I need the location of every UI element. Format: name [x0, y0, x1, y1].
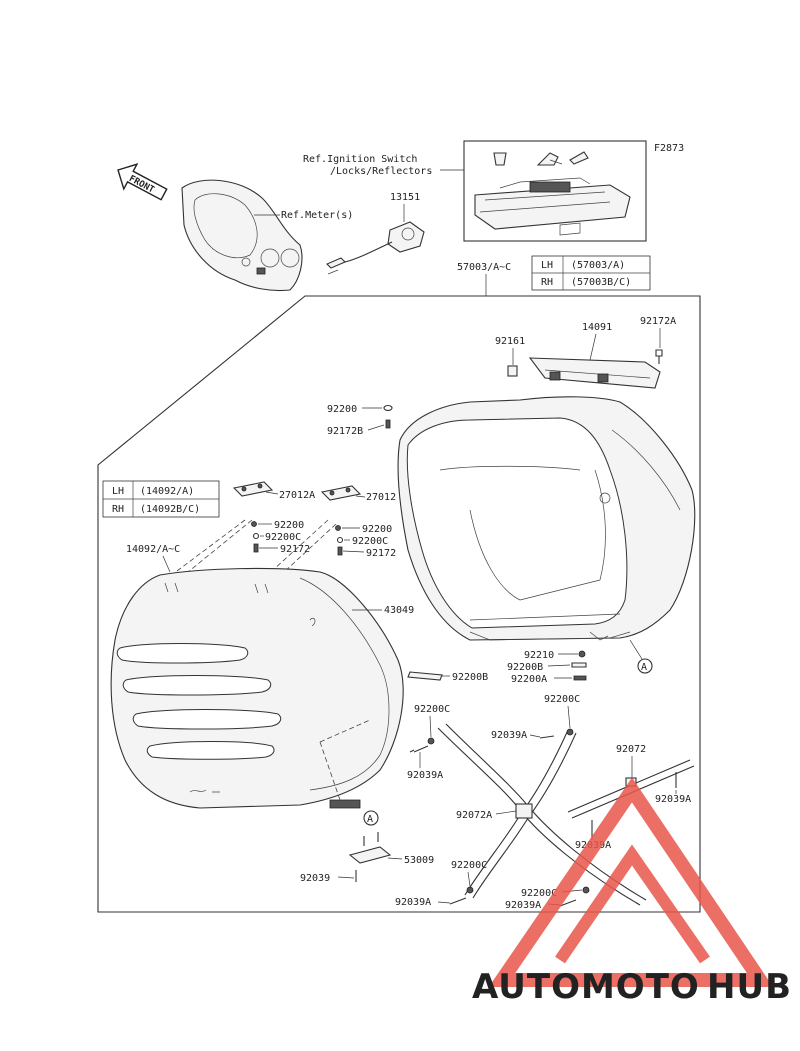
front-arrow-icon: FRONT	[117, 163, 168, 201]
lid-table-lh-side: LH	[112, 486, 124, 497]
fastener-stack-right	[335, 525, 344, 556]
lid-table-rh-part: (14092B/C)	[140, 504, 200, 515]
ref-circle-a-right-label: A	[641, 662, 647, 673]
label-92039: 92039	[300, 873, 330, 884]
watermark-logo: AUTOMOTO HUB	[472, 777, 792, 1007]
saddlebag-case	[397, 396, 696, 641]
label-92161: 92161	[495, 336, 525, 347]
label-92200C-l1: 92200C	[265, 532, 301, 543]
label-92172A: 92172A	[640, 316, 676, 327]
label-92200-r1: 92200	[362, 524, 392, 535]
saddlebag-lid	[110, 567, 404, 809]
lid-table-lh-part: (14092/A)	[140, 486, 194, 497]
label-92039A-3: 92039A	[655, 794, 691, 805]
case-table-lh-side: LH	[541, 260, 553, 271]
watermark-text-part2: HUB	[707, 967, 792, 1007]
lid-table-rh-side: RH	[112, 504, 124, 515]
fasteners-top-left	[383, 404, 393, 429]
label-92039A-1: 92039A	[407, 770, 443, 781]
case-table-rh-side: RH	[541, 277, 553, 288]
label-13151: 13151	[390, 192, 420, 203]
part-92161	[507, 365, 518, 377]
switch-13151	[326, 221, 425, 275]
strap-92072A	[437, 723, 647, 906]
label-92200C-bot: 92200C	[451, 860, 487, 871]
strip-92200B	[407, 671, 443, 681]
watermark-text-part1: AUTOMOTO	[472, 967, 700, 1007]
label-92200C-bot2: 92200C	[521, 888, 557, 899]
assembly-outline	[97, 295, 701, 913]
label-92200A-r: 92200A	[511, 674, 547, 685]
label-92172B: 92172B	[327, 426, 363, 437]
brackets-27012	[232, 481, 362, 501]
screws-92039A	[409, 728, 677, 907]
label-92200-l1: 92200	[274, 520, 304, 531]
label-27012A: 27012A	[279, 490, 315, 501]
ref-ignition-line2: /Locks/Reflectors	[330, 166, 432, 177]
screw-92172A	[655, 349, 663, 364]
case-table-lh-part: (57003/A)	[571, 260, 625, 271]
label-92200-top: 92200	[327, 404, 357, 415]
label-43049: 43049	[384, 605, 414, 616]
label-92200B: 92200B	[452, 672, 488, 683]
hinge-rail-14091	[528, 357, 661, 389]
label-14091: 14091	[582, 322, 612, 333]
label-92200C-r1: 92200C	[352, 536, 388, 547]
ref-circle-a-bottom-label: A	[367, 814, 373, 825]
label-92039A-6: 92039A	[505, 900, 541, 911]
label-92172-r1: 92172	[366, 548, 396, 559]
label-92200C-mid: 92200C	[414, 704, 450, 715]
case-side-table: LH (57003/A) RH (57003B/C)	[531, 255, 651, 291]
ref-circle-a-bottom: A	[363, 810, 379, 826]
meter-housing	[181, 179, 303, 292]
fastener-stack-left	[251, 521, 260, 553]
label-92200B-r: 92200B	[507, 662, 543, 673]
lid-side-table: LH (14092/A) RH (14092B/C)	[102, 480, 220, 518]
ignition-switch-ref-box	[463, 140, 647, 242]
bracket-53009	[348, 832, 392, 882]
label-92039A-5: 92039A	[395, 897, 431, 908]
assembly-label: 57003/A~C	[457, 262, 511, 273]
label-92200C-right: 92200C	[544, 694, 580, 705]
label-92072: 92072	[616, 744, 646, 755]
label-27012: 27012	[366, 492, 396, 503]
label-53009: 53009	[404, 855, 434, 866]
case-table-rh-part: (57003B/C)	[571, 277, 631, 288]
label-92072A: 92072A	[456, 810, 492, 821]
label-92210: 92210	[524, 650, 554, 661]
fasteners-92210-group	[571, 650, 587, 681]
diagram-code: F2873	[654, 143, 684, 154]
label-14092: 14092/A~C	[126, 544, 180, 555]
ref-ignition-line1: Ref.Ignition Switch	[303, 154, 417, 165]
label-92039A-2: 92039A	[491, 730, 527, 741]
ref-circle-a-right: A	[629, 639, 653, 674]
ref-meter-note: Ref.Meter(s)	[281, 210, 353, 221]
